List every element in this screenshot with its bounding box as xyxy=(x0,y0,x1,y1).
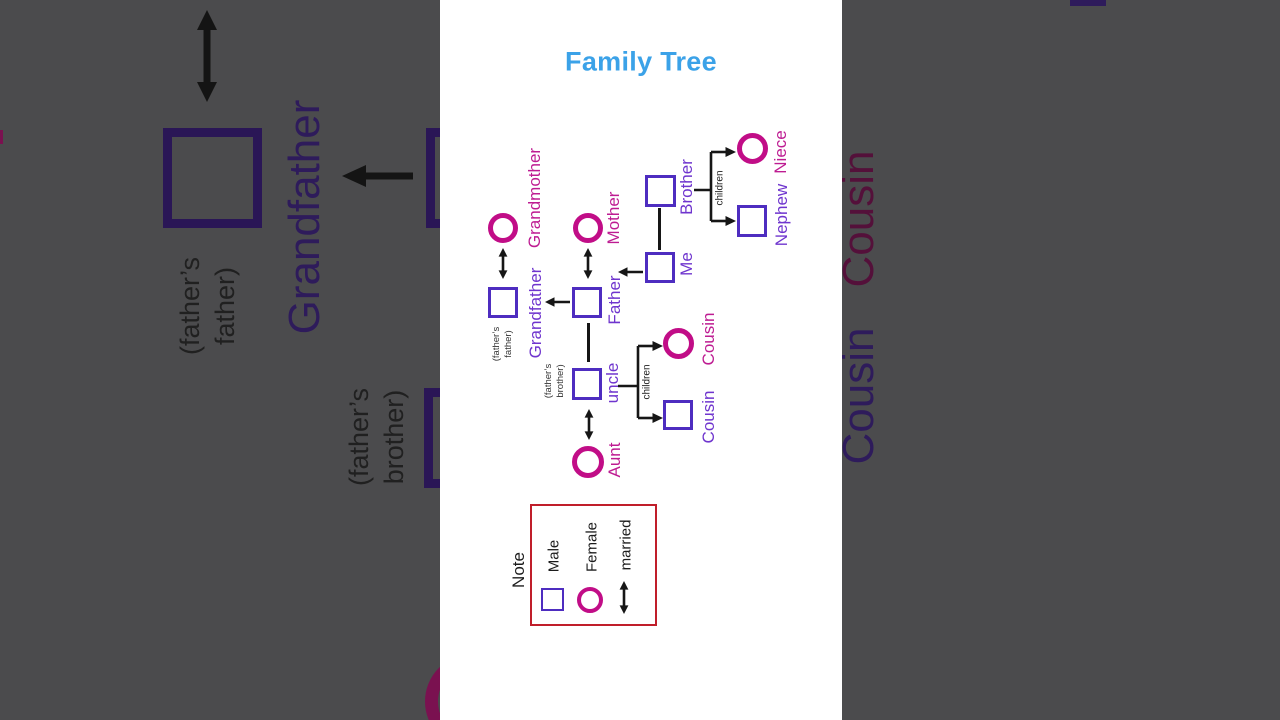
grandmother-node-female-icon xyxy=(488,213,518,243)
cousin-node-male-icon xyxy=(663,400,693,430)
married-arrow-icon xyxy=(498,248,508,279)
father-node-male-icon xyxy=(572,287,602,318)
cousin-male-label: Cousin xyxy=(699,390,718,444)
nephew-label: Nephew xyxy=(772,183,791,247)
legend-male-label: Male xyxy=(545,539,563,573)
father-label: Father xyxy=(605,275,624,325)
me-label: Me xyxy=(677,252,696,276)
grandfather-node-male-icon xyxy=(488,287,518,318)
children-label: children xyxy=(641,364,653,400)
mother-label: Mother xyxy=(604,191,623,245)
page-title: Family Tree xyxy=(565,46,717,77)
niece-node-female-icon xyxy=(737,133,768,164)
grandmother-label: Grandmother xyxy=(525,147,544,249)
content-panel xyxy=(440,0,842,720)
arrow-left-icon xyxy=(545,297,570,307)
legend-note-label: Note xyxy=(509,552,528,588)
children-connector xyxy=(618,341,663,423)
cousin-node-female-icon xyxy=(663,328,694,359)
grandfather-note: (father’s father) xyxy=(491,326,514,362)
legend-female-icon xyxy=(577,587,603,613)
legend-box xyxy=(530,504,657,626)
aunt-node-female-icon xyxy=(572,446,604,478)
uncle-note: (father’s brother) xyxy=(543,363,566,399)
descent-line xyxy=(587,323,590,362)
uncle-node-male-icon xyxy=(572,368,602,400)
legend-married-arrow-icon xyxy=(619,581,629,614)
legend-married-label: married xyxy=(617,519,635,571)
mother-node-female-icon xyxy=(573,213,603,243)
legend-male-icon xyxy=(541,588,564,611)
children-connector xyxy=(694,147,736,226)
brother-node-male-icon xyxy=(645,175,676,207)
me-node-male-icon xyxy=(645,252,675,283)
married-arrow-icon xyxy=(583,248,593,279)
legend-female-label: Female xyxy=(583,521,601,573)
bg-letter-fragment xyxy=(1070,0,1106,6)
arrow-left-icon xyxy=(618,267,643,277)
bg-married-arrow-icon xyxy=(197,10,217,102)
bg-arrow-left-icon xyxy=(342,165,413,187)
bg-edge-sliver xyxy=(0,130,3,144)
bg-grandfather-square xyxy=(163,128,262,228)
sibling-line xyxy=(658,208,661,250)
grandfather-label: Grandfather xyxy=(526,267,545,359)
nephew-node-male-icon xyxy=(737,205,767,237)
married-arrow-icon xyxy=(584,409,594,440)
niece-label: Niece xyxy=(771,130,790,174)
cousin-female-label: Cousin xyxy=(699,312,718,366)
children-label: children xyxy=(714,170,726,206)
aunt-label: Aunt xyxy=(605,442,624,478)
